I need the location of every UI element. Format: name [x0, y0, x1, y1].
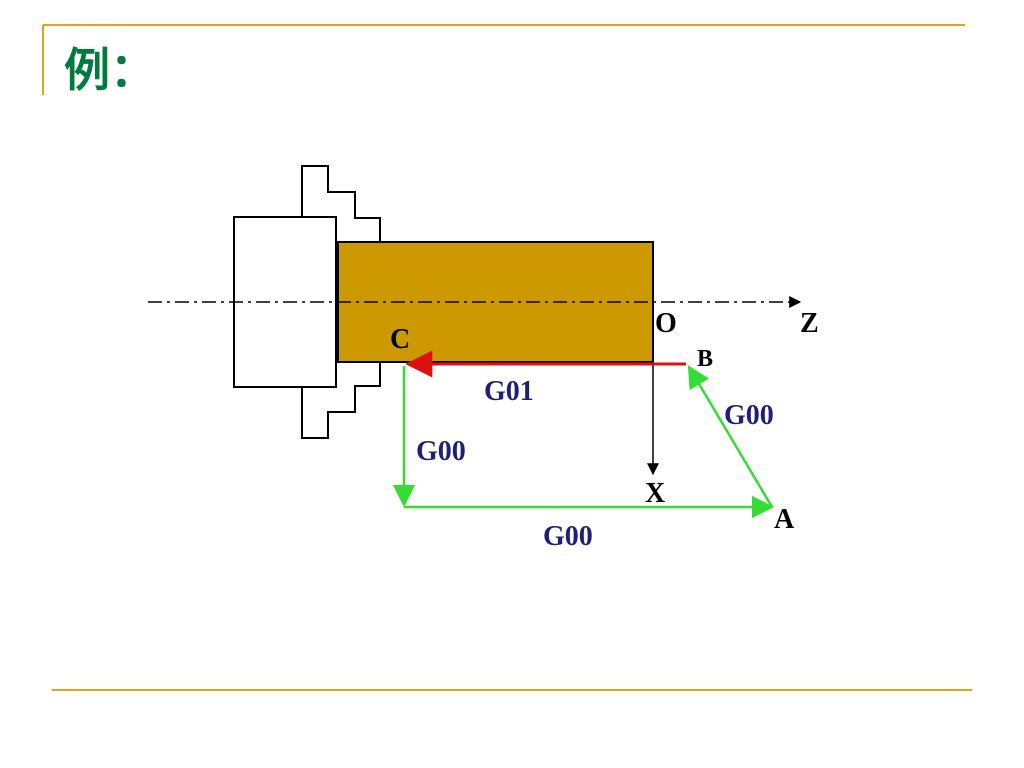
label-point-b: B	[697, 346, 713, 372]
label-origin-o: O	[655, 308, 677, 339]
label-axis-x: X	[645, 478, 665, 509]
upper-chuck-jaw	[301, 165, 381, 243]
label-point-c: C	[390, 324, 410, 355]
label-g00-bottom: G00	[543, 521, 593, 552]
label-g00-c-down: G00	[416, 436, 466, 467]
rapid-move-a-to-b	[687, 365, 774, 508]
label-axis-z: Z	[800, 308, 819, 339]
label-point-a: A	[774, 504, 795, 535]
slide-title: 例：	[64, 43, 156, 97]
lower-chuck-jaw	[301, 361, 381, 439]
label-g00-a-to-b: G00	[724, 400, 774, 431]
label-g01-b-to-c: G01	[484, 376, 534, 407]
